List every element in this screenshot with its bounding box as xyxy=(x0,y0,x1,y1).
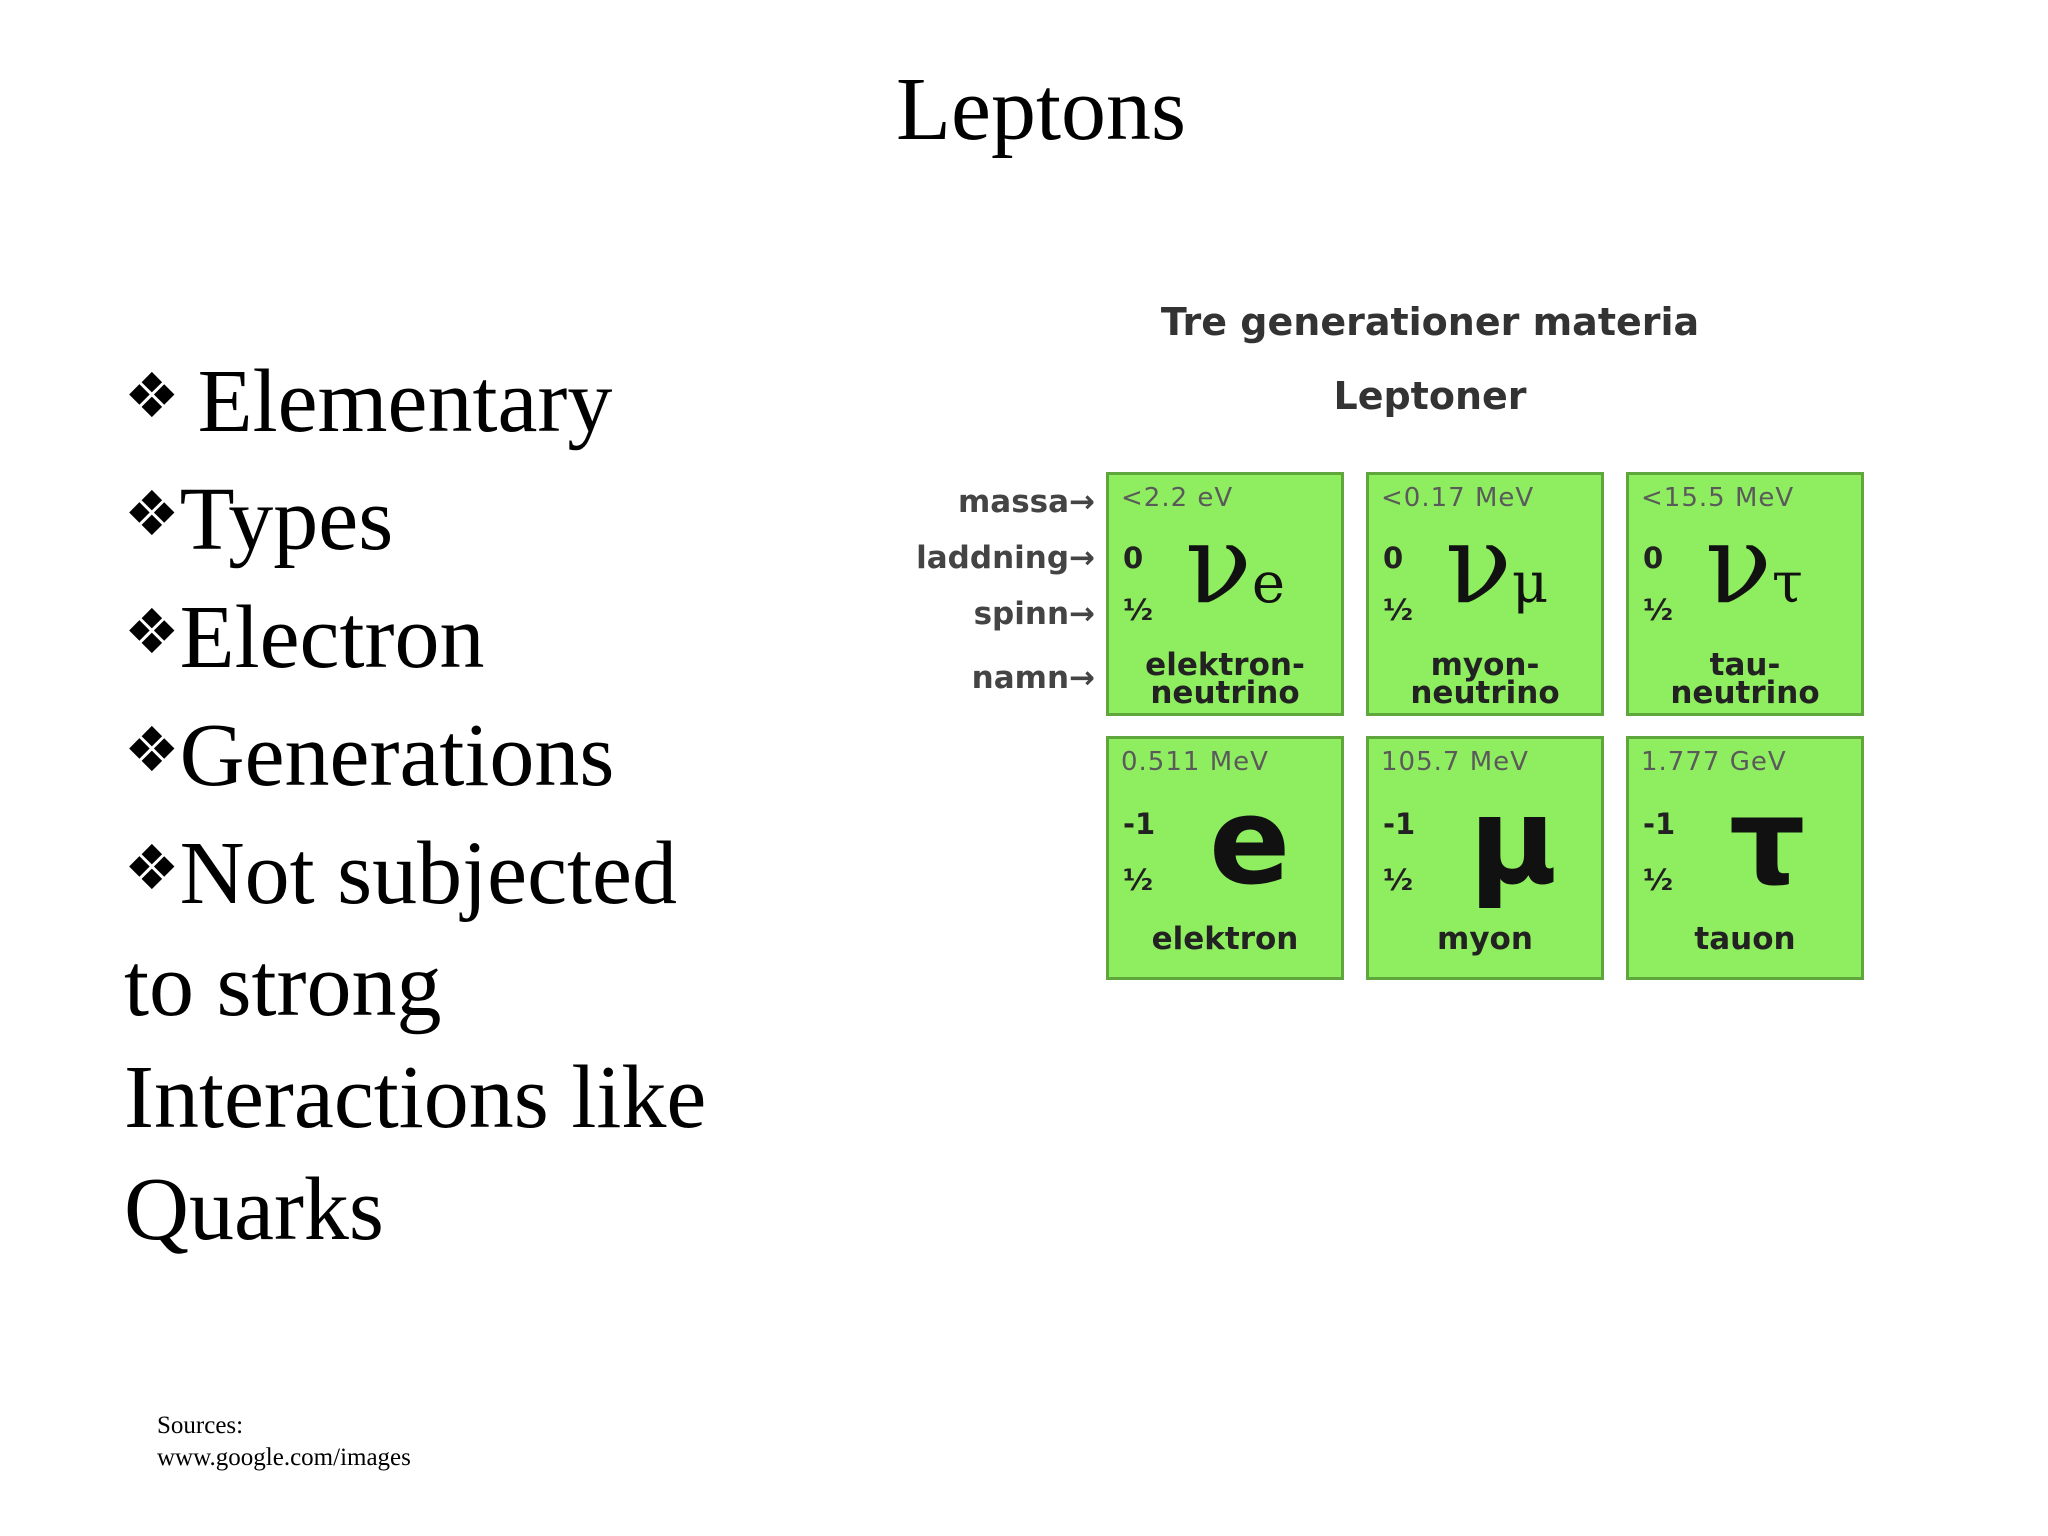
particle-name: tau-neutrino xyxy=(1670,647,1820,711)
bullet-item: ❖Not subjected to strong Interactions li… xyxy=(124,812,764,1266)
row-label-mass: massa→ xyxy=(957,484,1095,520)
particle-spin: ½ xyxy=(1383,863,1414,897)
row-labels: massa→ laddning→ spinn→ namn→ xyxy=(880,290,1095,1010)
particle-cell-electron-neutrino: <2.2 eV 0 ½ νe elektron-neutrino xyxy=(1106,472,1344,716)
bullet-text: Elementary xyxy=(197,352,613,451)
diamond-bullet-icon: ❖ xyxy=(124,359,180,432)
particle-charge: -1 xyxy=(1383,807,1416,841)
particle-mass: <0.17 MeV xyxy=(1381,483,1535,513)
particle-name: tauon xyxy=(1694,921,1796,957)
diamond-bullet-icon: ❖ xyxy=(124,713,180,786)
particle-cell-tauon: 1.777 GeV -1 ½ τ tauon xyxy=(1626,736,1864,980)
bullet-text: Generations xyxy=(179,706,615,805)
bullet-list: ❖Elementary ❖Types ❖Electron ❖Generation… xyxy=(124,340,764,1266)
particle-charge: 0 xyxy=(1643,541,1664,575)
particle-symbol: νe xyxy=(1185,500,1286,628)
bullet-item: ❖Electron xyxy=(124,576,764,694)
lepton-table-figure: Tre generationer materia Leptoner massa→… xyxy=(880,290,1900,1010)
bullet-item: ❖Types xyxy=(124,458,764,576)
particle-name: elektron-neutrino xyxy=(1145,647,1305,711)
sources-label: Sources: xyxy=(157,1412,244,1439)
particle-charge: 0 xyxy=(1383,541,1404,575)
particle-charge: -1 xyxy=(1123,807,1156,841)
bullet-text: Not subjected to strong Interactions lik… xyxy=(124,824,707,1259)
diamond-bullet-icon: ❖ xyxy=(124,477,180,550)
particle-mass: 0.511 MeV xyxy=(1121,747,1269,777)
bullet-item: ❖Generations xyxy=(124,694,764,812)
particle-mass: 105.7 MeV xyxy=(1381,747,1529,777)
particle-spin: ½ xyxy=(1643,863,1674,897)
particle-mass: 1.777 GeV xyxy=(1641,747,1787,777)
particle-spin: ½ xyxy=(1643,593,1674,627)
bullet-text: Electron xyxy=(179,588,485,687)
particle-mass: <15.5 MeV xyxy=(1641,483,1795,513)
bullet-text: Types xyxy=(179,470,394,569)
particle-name: elektron xyxy=(1151,921,1299,957)
particle-cell-tau-neutrino: <15.5 MeV 0 ½ ντ tau-neutrino xyxy=(1626,472,1864,716)
particle-symbol: νμ xyxy=(1445,500,1549,628)
row-label-spin: spinn→ xyxy=(973,596,1095,632)
figure-title: Tre generationer materia xyxy=(1160,300,1700,344)
particle-cell-muon: 105.7 MeV -1 ½ μ myon xyxy=(1366,736,1604,980)
particle-charge: 0 xyxy=(1123,541,1144,575)
particle-symbol: e xyxy=(1209,773,1291,912)
figure-subtitle: Leptoner xyxy=(1333,374,1527,418)
slide-title: Leptons xyxy=(896,60,1186,159)
particle-charge: -1 xyxy=(1643,807,1676,841)
sources-note: Sources: www.google.com/images xyxy=(157,1410,411,1474)
diamond-bullet-icon: ❖ xyxy=(124,595,180,668)
particle-spin: ½ xyxy=(1123,593,1154,627)
row-label-charge: laddning→ xyxy=(916,540,1095,576)
row-label-name: namn→ xyxy=(971,660,1095,696)
particle-spin: ½ xyxy=(1383,593,1414,627)
particle-mass: <2.2 eV xyxy=(1121,483,1234,513)
particle-cell-electron: 0.511 MeV -1 ½ e elektron xyxy=(1106,736,1344,980)
particle-cell-muon-neutrino: <0.17 MeV 0 ½ νμ myon-neutrino xyxy=(1366,472,1604,716)
particle-name: myon-neutrino xyxy=(1410,647,1560,711)
particle-symbol: μ xyxy=(1469,773,1558,912)
bullet-item: ❖Elementary xyxy=(124,340,764,458)
sources-url: www.google.com/images xyxy=(157,1444,411,1471)
particle-name: myon xyxy=(1437,921,1533,957)
particle-spin: ½ xyxy=(1123,863,1154,897)
particle-symbol: ντ xyxy=(1705,500,1803,628)
diamond-bullet-icon: ❖ xyxy=(124,831,180,904)
particle-symbol: τ xyxy=(1729,773,1806,912)
